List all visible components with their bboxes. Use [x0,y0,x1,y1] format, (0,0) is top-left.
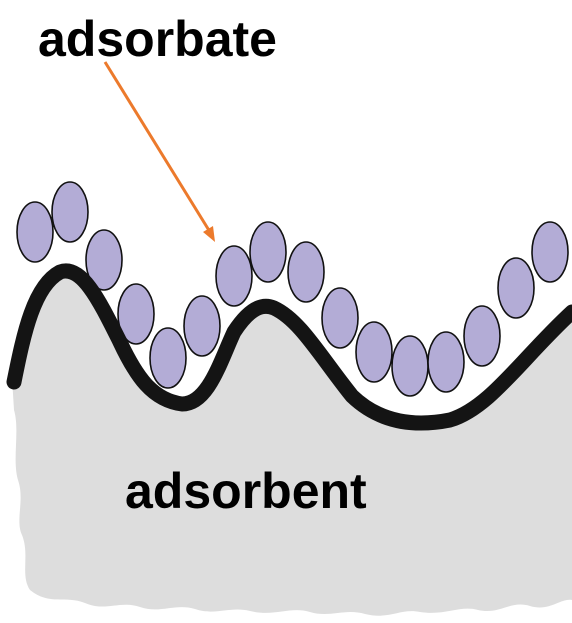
adsorbate-molecule [356,322,392,382]
adsorbate-molecule [150,328,186,388]
adsorbate-molecule [288,242,324,302]
adsorbate-molecule [498,258,534,318]
adsorbate-molecule [532,222,568,282]
adsorbate-molecule [216,246,252,306]
adsorbate-molecule [428,332,464,392]
adsorbate-molecule [322,288,358,348]
adsorbate-molecule [184,296,220,356]
adsorbent-label: adsorbent [125,463,367,519]
pointer-arrow [105,62,215,242]
adsorbate-molecule [464,306,500,366]
adsorbate-molecule [250,222,286,282]
adsorbate-label: adsorbate [38,11,277,67]
adsorbate-molecule [52,182,88,242]
adsorbate-molecule [17,202,53,262]
adsorbate-molecule [392,336,428,396]
